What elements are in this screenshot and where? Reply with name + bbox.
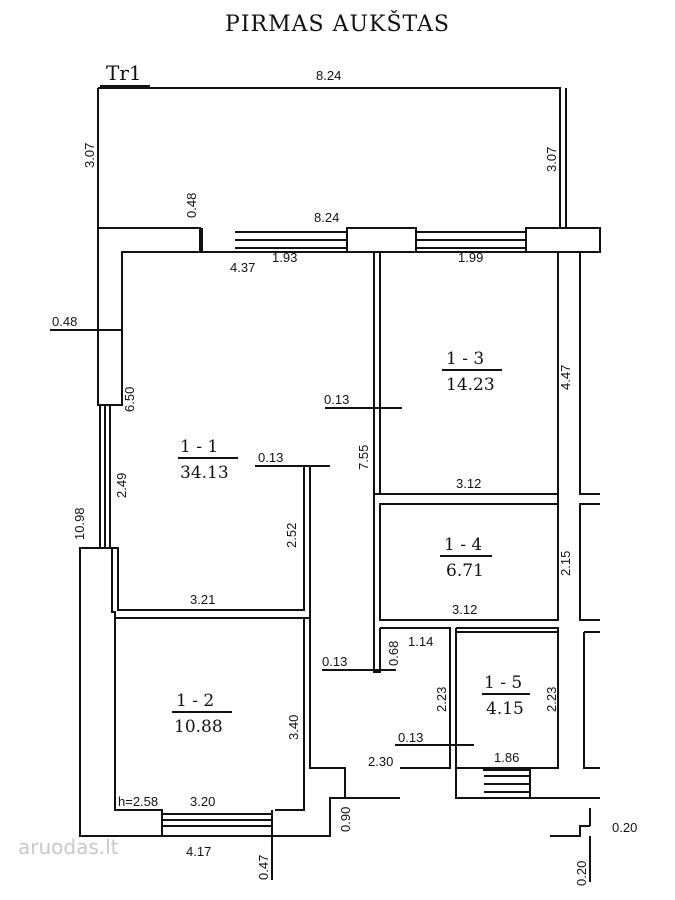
dim-215: 2.15 <box>558 551 573 576</box>
room-1-5-area: 4.15 <box>486 699 524 719</box>
dim-312-b: 3.12 <box>452 602 477 617</box>
dim-terrace-left: 3.07 <box>82 143 97 168</box>
dim-252: 2.52 <box>284 523 299 548</box>
dim-437: 4.37 <box>230 260 255 275</box>
scale-mark <box>550 808 591 882</box>
dim-320: 3.20 <box>190 794 215 809</box>
dim-1098: 10.98 <box>72 507 87 540</box>
dim-199: 1.99 <box>458 250 483 265</box>
dim-223-b: 2.23 <box>544 687 559 712</box>
wall-inner-mid <box>304 466 346 798</box>
dim-047: 0.47 <box>256 855 271 880</box>
room-1-5-outline <box>455 631 559 769</box>
dim-223-a: 2.23 <box>434 687 449 712</box>
dim-overall-824: 8.24 <box>314 210 339 225</box>
dim-312-a: 3.12 <box>456 476 481 491</box>
dim-321: 3.21 <box>190 592 215 607</box>
room-1-2-id: 1 - 2 <box>176 691 214 711</box>
dim-048-left: 0.48 <box>52 314 77 329</box>
dim-013-c: 0.13 <box>322 654 347 669</box>
dim-013-a: 0.13 <box>324 392 349 407</box>
section-marker: Tr1 <box>106 61 142 85</box>
dim-417: 4.17 <box>186 844 211 859</box>
outer-wall-left-lower <box>79 547 163 837</box>
dim-020-a: 0.20 <box>612 820 637 835</box>
dim-013-b: 0.13 <box>258 450 283 465</box>
room-1-3-area: 14.23 <box>446 375 495 395</box>
room-1-1-outline <box>112 251 375 611</box>
dim-650: 6.50 <box>122 387 137 412</box>
corridor-outline <box>380 627 559 799</box>
dim-249: 2.49 <box>114 473 129 498</box>
dim-048-top: 0.48 <box>184 193 199 218</box>
right-wall-ext <box>557 252 600 769</box>
room-1-2-area: 10.88 <box>174 717 223 737</box>
room-1-1-id: 1 - 1 <box>180 437 218 457</box>
room-1-4-id: 1 - 4 <box>444 535 482 555</box>
room-1-3-outline <box>379 251 559 495</box>
dim-186: 1.86 <box>494 750 519 765</box>
dim-terrace-right: 3.07 <box>544 147 559 172</box>
dim-755: 7.55 <box>356 445 371 470</box>
dim-020-b: 0.20 <box>574 861 589 886</box>
dim-193: 1.93 <box>272 250 297 265</box>
room-1-5-id: 1 - 5 <box>484 673 522 693</box>
dim-447: 4.47 <box>558 365 573 390</box>
room-1-4-area: 6.71 <box>446 561 484 581</box>
outer-wall-outline <box>97 227 201 406</box>
top-wall-right <box>525 227 601 253</box>
room-1-2-outline <box>115 617 305 811</box>
dim-terrace-width: 8.24 <box>316 68 341 83</box>
dim-090: 0.90 <box>338 807 353 832</box>
top-wall-mid <box>346 227 417 253</box>
watermark-logo: aruodas.lt <box>18 835 119 859</box>
room-1-1-area: 34.13 <box>180 463 229 483</box>
plan-title: PIRMAS AUKŠTAS <box>225 12 450 37</box>
dim-230: 2.30 <box>368 754 393 769</box>
dim-013-d: 0.13 <box>398 730 423 745</box>
terrace-outline <box>97 87 561 228</box>
height-note: h=2.58 <box>118 794 158 809</box>
room-1-3-id: 1 - 3 <box>446 349 484 369</box>
dim-114: 1.14 <box>408 634 433 649</box>
dim-340: 3.40 <box>286 715 301 740</box>
dim-068: 0.68 <box>386 641 401 666</box>
